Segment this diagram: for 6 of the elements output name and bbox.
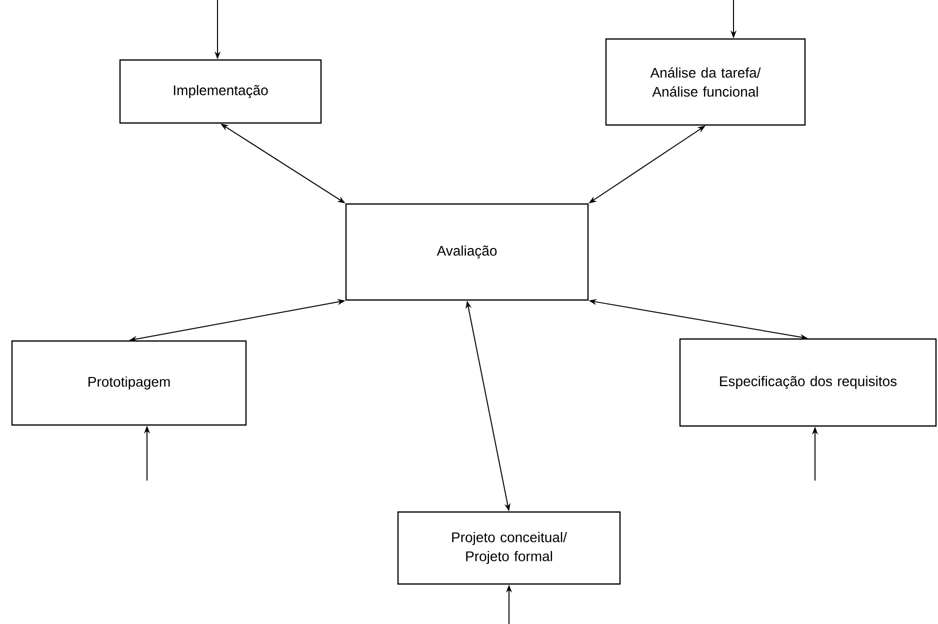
process-box: Implementação xyxy=(119,59,322,124)
process-box: Avaliação xyxy=(345,203,589,301)
process-box: Projeto conceitual/ Projeto formal xyxy=(397,511,621,585)
process-box: Prototipagem xyxy=(11,340,247,426)
process-box: Especificação dos requisitos xyxy=(679,338,937,427)
process-box: Análise da tarefa/ Análise funcional xyxy=(605,38,806,126)
